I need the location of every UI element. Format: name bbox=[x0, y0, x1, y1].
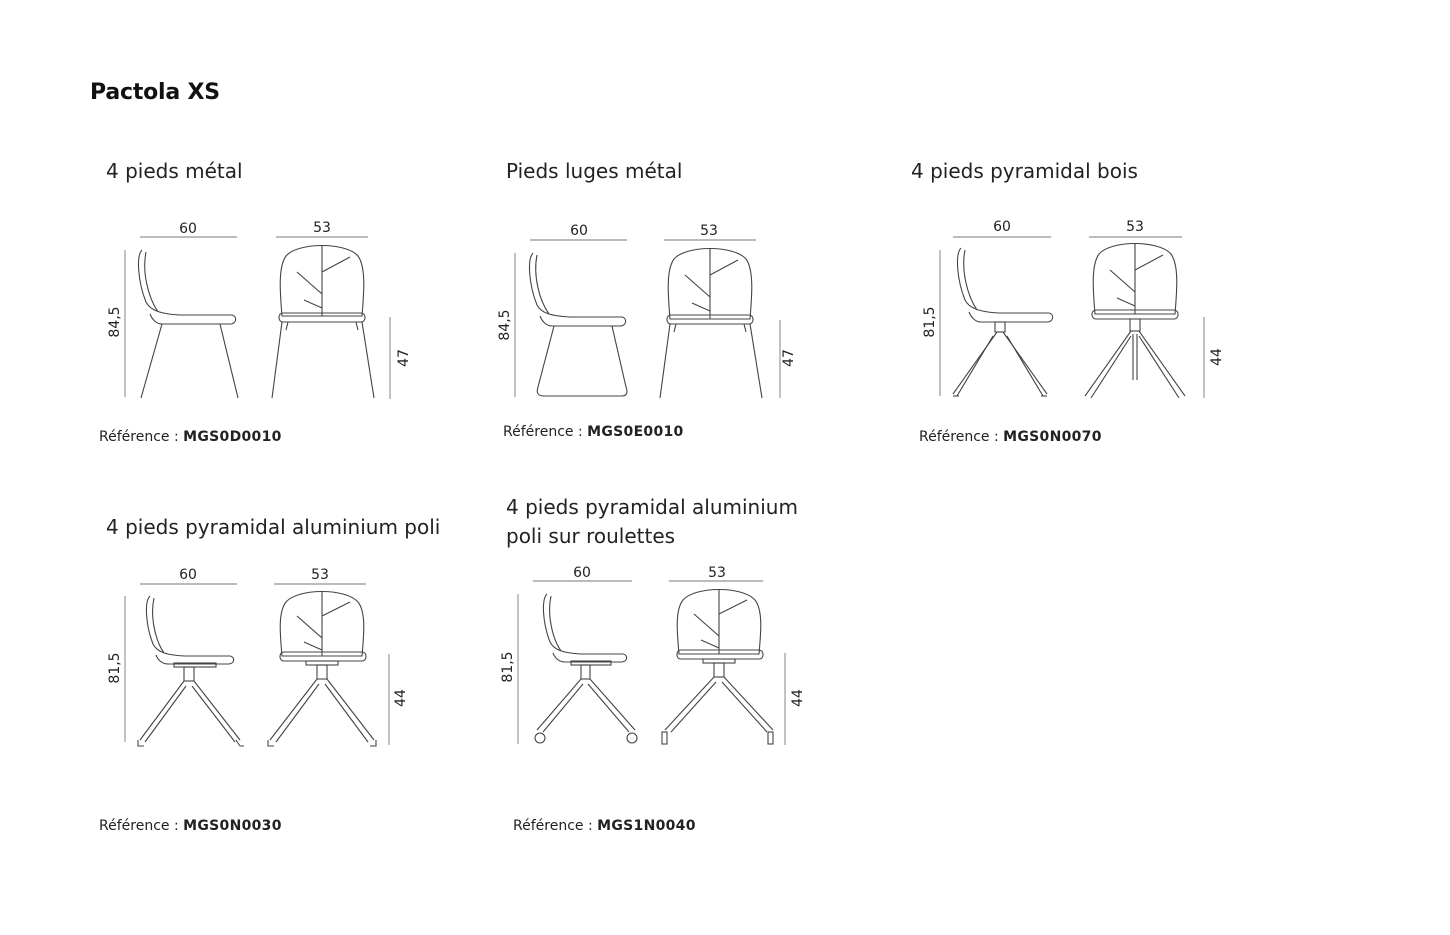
chair-drawing-sled: 60 53 84,5 47 bbox=[497, 223, 797, 399]
chair-front-view bbox=[267, 590, 377, 747]
reference-line: Référence : MGS0D0010 bbox=[99, 429, 282, 445]
reference-line: Référence : MGS0N0070 bbox=[919, 429, 1102, 445]
dimension-depth: 53 bbox=[708, 565, 726, 581]
reference-line: Référence : MGS0N0030 bbox=[99, 818, 282, 834]
chair-drawing-pyramid-alu: 60 53 81,5 44 bbox=[107, 567, 409, 747]
dimension-height: 81,5 bbox=[922, 306, 938, 337]
chair-side-view bbox=[528, 252, 628, 397]
variant-2-title: Pieds luges métal bbox=[506, 157, 682, 186]
dimension-depth: 53 bbox=[313, 220, 331, 236]
chair-drawing-pyramid-wood: 60 53 81,5 44 bbox=[922, 219, 1225, 399]
dimension-seat-height: 47 bbox=[396, 349, 412, 367]
variant-title-line: Pieds luges métal bbox=[506, 159, 683, 183]
variant-title-line: 4 pieds pyramidal bois bbox=[911, 159, 1138, 183]
chair-side-view bbox=[137, 249, 239, 399]
dimension-seat-height: 44 bbox=[790, 689, 806, 707]
dimension-width: 60 bbox=[993, 219, 1011, 235]
dimension-height: 84,5 bbox=[497, 309, 513, 340]
dimension-depth: 53 bbox=[1126, 219, 1144, 235]
dimension-height: 81,5 bbox=[107, 652, 123, 683]
dimension-width: 60 bbox=[179, 221, 197, 237]
reference-label: Référence : bbox=[503, 424, 583, 440]
variant-title-line: 4 pieds métal bbox=[106, 159, 243, 183]
variant-4-title: 4 pieds pyramidal aluminium poli bbox=[106, 513, 440, 542]
variant-5-title: 4 pieds pyramidal aluminium poli sur rou… bbox=[506, 493, 798, 551]
chair-side-view bbox=[534, 593, 638, 744]
reference-code: MGS0N0070 bbox=[1003, 429, 1102, 445]
dimension-height: 84,5 bbox=[107, 306, 123, 337]
reference-code: MGS0N0030 bbox=[183, 818, 282, 834]
reference-label: Référence : bbox=[99, 818, 179, 834]
dimension-width: 60 bbox=[570, 223, 588, 239]
dimension-width: 60 bbox=[573, 565, 591, 581]
chair-front-view bbox=[659, 247, 763, 399]
dimension-depth: 53 bbox=[700, 223, 718, 239]
chair-front-view bbox=[661, 588, 774, 745]
dimension-seat-height: 44 bbox=[393, 689, 409, 707]
reference-label: Référence : bbox=[513, 818, 593, 834]
variant-1-title: 4 pieds métal bbox=[106, 157, 243, 186]
page-title: Pactola XS bbox=[90, 80, 220, 105]
chair-front-view bbox=[1084, 242, 1186, 399]
reference-label: Référence : bbox=[919, 429, 999, 445]
reference-line: Référence : MGS0E0010 bbox=[503, 424, 684, 440]
variant-title-line: 4 pieds pyramidal aluminium poli bbox=[106, 515, 441, 539]
reference-label: Référence : bbox=[99, 429, 179, 445]
reference-code: MGS0D0010 bbox=[183, 429, 282, 445]
variant-3-title: 4 pieds pyramidal bois bbox=[911, 157, 1138, 186]
dimension-depth: 53 bbox=[311, 567, 329, 583]
dimension-height: 81,5 bbox=[500, 651, 516, 682]
chair-drawing-pyramid-casters: 60 53 81,5 44 bbox=[500, 565, 806, 745]
chair-front-view bbox=[271, 244, 375, 399]
variant-title-line: 4 pieds pyramidal aluminium bbox=[506, 495, 798, 519]
dimension-seat-height: 44 bbox=[1209, 348, 1225, 366]
chair-drawing-four-leg: 60 53 84,5 47 bbox=[107, 220, 412, 399]
reference-line: Référence : MGS1N0040 bbox=[513, 818, 696, 834]
dimension-seat-height: 47 bbox=[781, 349, 797, 367]
dimension-width: 60 bbox=[179, 567, 197, 583]
reference-code: MGS1N0040 bbox=[597, 818, 696, 834]
chair-side-view bbox=[952, 247, 1054, 397]
reference-code: MGS0E0010 bbox=[587, 424, 684, 440]
variant-title-line: poli sur roulettes bbox=[506, 524, 676, 548]
chair-side-view bbox=[137, 595, 244, 747]
